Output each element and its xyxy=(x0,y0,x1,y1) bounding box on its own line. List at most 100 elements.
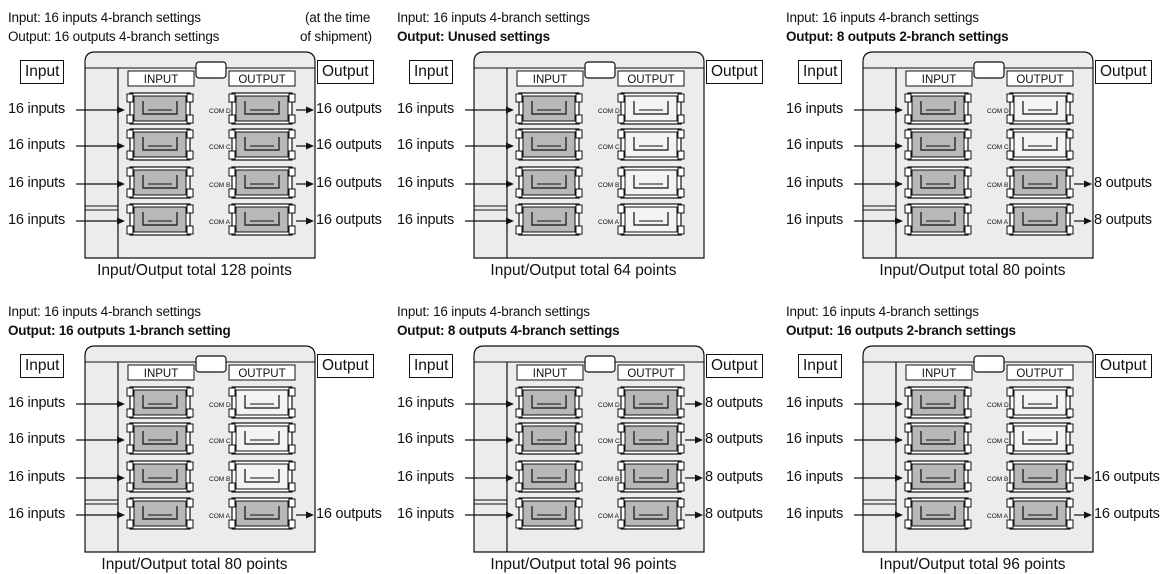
input-box-label: Input xyxy=(798,354,843,378)
com-label: COM B xyxy=(209,476,230,483)
output-connector xyxy=(228,386,296,419)
caption-output: Output: Unused settings xyxy=(397,29,550,44)
output-connector xyxy=(228,128,296,161)
input-arrow xyxy=(465,180,514,188)
output-connector xyxy=(617,203,685,236)
com-label: COM A xyxy=(209,513,231,520)
output-arrow xyxy=(685,400,703,408)
input-box-label: Input xyxy=(20,60,65,84)
output-box-label: Output xyxy=(706,60,763,84)
input-box-label: Input xyxy=(798,60,843,84)
top-switch xyxy=(973,355,1005,373)
input-count-label: 16 inputs xyxy=(786,212,844,228)
output-count-label: 8 outputs xyxy=(1094,212,1152,228)
output-connector xyxy=(1006,497,1074,530)
caption-input: Input: 16 inputs 4-branch settings xyxy=(8,10,201,25)
caption-output: Output: 16 outputs 2-branch settings xyxy=(786,323,1016,338)
input-arrow xyxy=(76,142,125,150)
input-header: INPUT xyxy=(922,74,957,86)
input-arrow xyxy=(465,436,514,444)
input-connector xyxy=(515,460,583,493)
input-connector xyxy=(904,128,972,161)
output-connector xyxy=(1006,460,1074,493)
com-label: COM A xyxy=(598,219,620,226)
com-label: COM A xyxy=(598,513,620,520)
output-arrow xyxy=(685,511,703,519)
output-arrow xyxy=(296,511,314,519)
output-connector xyxy=(1006,422,1074,455)
output-connector xyxy=(228,203,296,236)
input-arrow xyxy=(76,474,125,482)
total-points: Input/Output total 64 points xyxy=(490,262,677,279)
output-connector xyxy=(228,166,296,199)
output-box-label: Output xyxy=(706,354,763,378)
output-connector xyxy=(1006,92,1074,125)
total-points: Input/Output total 96 points xyxy=(490,556,677,573)
top-switch xyxy=(195,355,227,373)
com-label: COM C xyxy=(209,144,231,151)
input-arrow xyxy=(854,511,903,519)
com-label: COM B xyxy=(598,182,619,189)
input-header: INPUT xyxy=(922,368,957,380)
com-label: COM D xyxy=(209,402,231,409)
total-points: Input/Output total 80 points xyxy=(101,556,288,573)
input-arrow xyxy=(854,436,903,444)
input-count-label: 16 inputs xyxy=(786,175,844,191)
input-connector xyxy=(126,497,194,530)
input-arrow xyxy=(854,142,903,150)
input-arrow xyxy=(854,474,903,482)
output-connector xyxy=(617,460,685,493)
input-connector xyxy=(515,128,583,161)
input-arrow xyxy=(465,400,514,408)
caption-output: Output: 8 outputs 2-branch settings xyxy=(786,29,1009,44)
input-count-label: 16 inputs xyxy=(786,395,844,411)
com-label: COM D xyxy=(209,108,231,115)
top-switch xyxy=(584,61,616,79)
input-arrow xyxy=(465,474,514,482)
com-label: COM B xyxy=(987,182,1008,189)
input-arrow xyxy=(76,217,125,225)
output-arrow xyxy=(296,106,314,114)
input-count-label: 16 inputs xyxy=(8,101,66,117)
output-count-label: 8 outputs xyxy=(705,395,763,411)
com-label: COM B xyxy=(987,476,1008,483)
caption-input: Input: 16 inputs 4-branch settings xyxy=(786,10,979,25)
input-connector xyxy=(904,422,972,455)
com-label: COM C xyxy=(987,438,1009,445)
input-count-label: 16 inputs xyxy=(8,431,66,447)
output-count-label: 16 outputs xyxy=(316,101,382,117)
output-count-label: 16 outputs xyxy=(1094,506,1160,522)
input-header: INPUT xyxy=(144,368,179,380)
input-box-label: Input xyxy=(20,354,65,378)
output-header: OUTPUT xyxy=(1016,74,1063,86)
output-arrow xyxy=(1074,511,1092,519)
input-header: INPUT xyxy=(144,74,179,86)
output-connector xyxy=(228,422,296,455)
input-connector xyxy=(515,203,583,236)
output-count-label: 16 outputs xyxy=(316,175,382,191)
input-header: INPUT xyxy=(533,74,568,86)
output-arrow xyxy=(685,474,703,482)
input-count-label: 16 inputs xyxy=(397,101,455,117)
caption-input: Input: 16 inputs 4-branch settings xyxy=(397,304,590,319)
output-count-label: 8 outputs xyxy=(705,431,763,447)
output-box-label: Output xyxy=(1095,60,1152,84)
com-label: COM B xyxy=(598,476,619,483)
com-label: COM C xyxy=(598,144,620,151)
input-connector xyxy=(126,203,194,236)
input-connector xyxy=(904,460,972,493)
input-count-label: 16 inputs xyxy=(8,175,66,191)
output-connector xyxy=(617,166,685,199)
input-arrow xyxy=(465,142,514,150)
input-arrow xyxy=(854,106,903,114)
input-arrow xyxy=(76,106,125,114)
input-connector xyxy=(904,92,972,125)
output-header: OUTPUT xyxy=(627,74,674,86)
output-count-label: 16 outputs xyxy=(316,212,382,228)
input-arrow xyxy=(465,217,514,225)
